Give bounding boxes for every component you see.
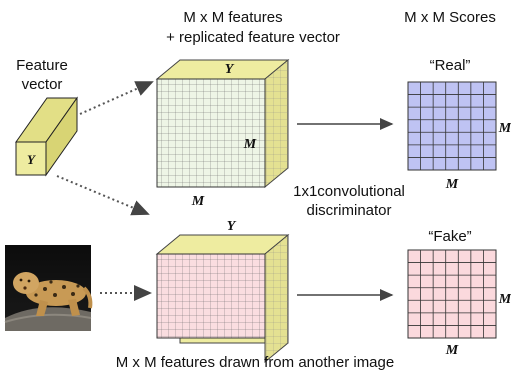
real-score-map [407, 81, 497, 171]
discriminator-label-line2: discriminator [306, 202, 391, 219]
fake-map-m-bottom: M [445, 343, 459, 358]
feature-vector-label-line1: Feature [16, 57, 68, 74]
fake-label: “Fake” [428, 228, 471, 245]
feature-to-bottom-cube-arrow [56, 175, 150, 216]
feature-vector-prism: Y [15, 96, 78, 177]
real-map-m-bottom: M [445, 177, 459, 192]
real-score-map-background [407, 81, 497, 171]
real-map-m-side: M [498, 121, 511, 136]
top-cube-m-side: M [243, 137, 257, 152]
top-title-line2: + replicated feature vector [166, 29, 340, 46]
bottom-caption: M x M features drawn from another image [116, 354, 394, 371]
fake-score-map-background [407, 249, 497, 339]
top-cube-m-bottom: M [191, 194, 205, 209]
feature-vector-y: Y [27, 152, 36, 167]
discriminator-label-line1: 1x1convolutional [293, 183, 405, 200]
fake-score-map [407, 249, 497, 339]
top-cube-y: Y [225, 62, 235, 77]
feature-to-top-cube-arrow [79, 81, 154, 115]
scores-title: M x M Scores [404, 9, 496, 26]
bottom-feature-cube: Y [155, 219, 290, 364]
real-label: “Real” [430, 57, 471, 74]
fake-map-m-side: M [498, 292, 511, 307]
bottom-cube-y: Y [227, 219, 237, 234]
top-feature-cube: Y M M [155, 58, 290, 209]
top-title-line1: M x M features [183, 9, 282, 26]
feature-vector-label-line2: vector [22, 76, 63, 93]
leopard-photo [4, 245, 93, 331]
